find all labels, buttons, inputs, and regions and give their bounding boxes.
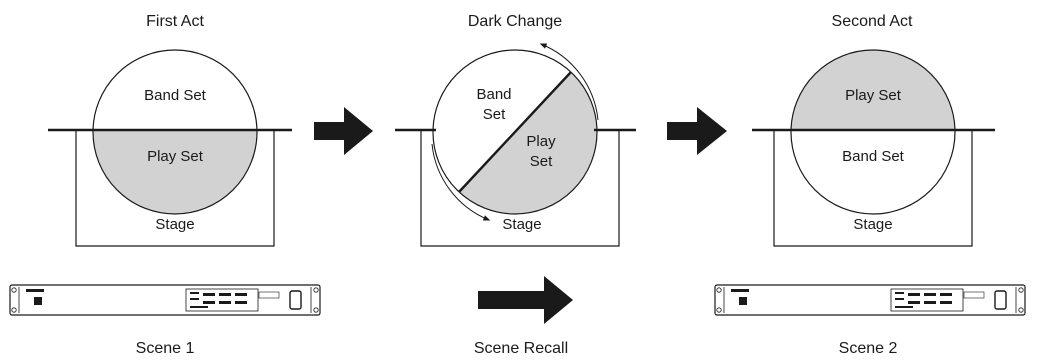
scene-recall-caption: Scene Recall (474, 340, 568, 357)
band-set-label: Band Set (144, 87, 207, 104)
dark-change-panel: Dark Change Band Set Play Set Stage Scen… (395, 13, 636, 357)
play-set-half (93, 130, 257, 214)
rotation-arrow-icon (431, 143, 491, 221)
band-set-half (791, 130, 955, 214)
scene-recall-arrow-icon (478, 276, 573, 324)
band-label-line2: Set (483, 106, 506, 123)
first-act-title: First Act (146, 13, 204, 30)
band-set-half (93, 50, 257, 130)
stage-pit (420, 130, 620, 247)
revolving-stage-circle (790, 49, 956, 215)
second-act-title: Second Act (832, 13, 914, 30)
dark-change-title: Dark Change (468, 13, 562, 30)
play-set-label: Play Set (845, 87, 902, 104)
second-act-panel: Second Act Play Set Band Set Stage (714, 13, 1026, 357)
stage-pit (773, 130, 973, 247)
scene-1-caption: Scene 1 (136, 340, 195, 357)
stage-pit (75, 130, 275, 247)
rack-unit-device (9, 284, 321, 316)
stage-label: Stage (853, 216, 892, 233)
band-label-line1: Band (476, 86, 511, 103)
scene-2-caption: Scene 2 (839, 340, 898, 357)
revolving-stage-circle (432, 49, 598, 215)
play-label-line2: Set (530, 153, 553, 170)
first-act-panel: First Act Band Set Play Set Stage (9, 13, 321, 357)
right-arrow-icon (314, 107, 373, 155)
rotation-arrow-icon (539, 43, 599, 121)
stage-label: Stage (155, 216, 194, 233)
band-set-label: Band Set (842, 148, 905, 165)
play-label-line1: Play (526, 133, 556, 150)
play-set-half (791, 50, 955, 130)
stage-label: Stage (502, 216, 541, 233)
play-set-segment (459, 72, 598, 215)
play-set-label: Play Set (147, 148, 204, 165)
rack-unit-device (714, 284, 1026, 316)
revolving-stage-circle (92, 49, 258, 215)
right-arrow-icon (667, 107, 727, 155)
set-divider-line (458, 71, 572, 193)
